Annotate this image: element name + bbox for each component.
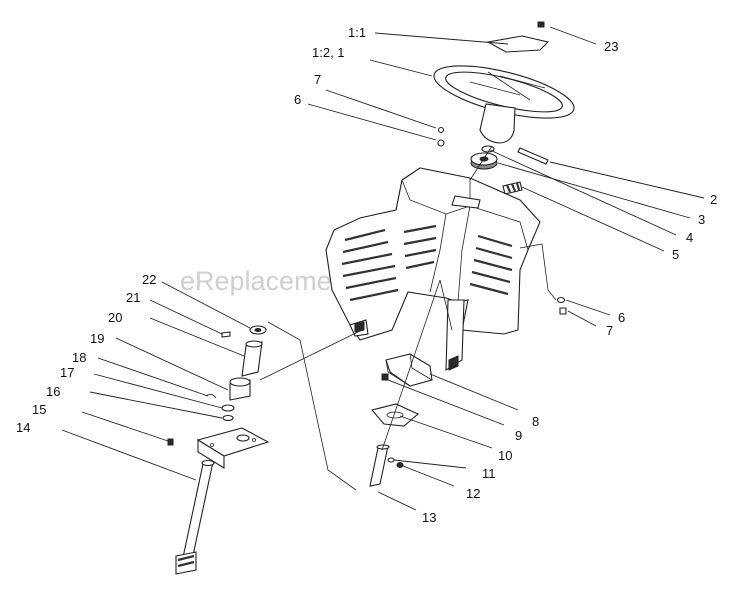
- label-18: 18: [72, 350, 86, 365]
- label-1-2-1: 1:2, 1: [312, 45, 345, 60]
- bushing: [470, 152, 498, 170]
- part-labels: 1:1 1:2, 1 23 7 6 2 3 4 5 6 7 22 21 20 1…: [16, 25, 717, 525]
- label-20: 20: [108, 310, 122, 325]
- label-15: 15: [32, 402, 46, 417]
- retainer-clip: [502, 181, 523, 195]
- label-8: 8: [532, 414, 539, 429]
- screw-right: [556, 296, 567, 315]
- column-shaft: [369, 444, 390, 487]
- label-3: 3: [698, 212, 705, 227]
- upper-bushing: [249, 325, 267, 335]
- label-7-right: 7: [606, 323, 613, 338]
- label-9: 9: [515, 428, 522, 443]
- label-6-right: 6: [618, 310, 625, 325]
- label-1-1: 1:1: [348, 25, 366, 40]
- column-plate: [371, 403, 420, 427]
- nut-12: [396, 462, 404, 468]
- label-23: 23: [604, 39, 618, 54]
- wheel-cap: [486, 35, 550, 53]
- label-4: 4: [686, 230, 693, 245]
- washer-17: [221, 404, 235, 412]
- column-tube-20: [241, 340, 263, 377]
- label-17: 17: [60, 365, 74, 380]
- washer-16: [222, 414, 234, 422]
- label-6-top: 6: [294, 92, 301, 107]
- label-14: 14: [16, 420, 30, 435]
- bracket-bolt: [381, 373, 389, 381]
- steering-wheel: [433, 65, 575, 144]
- label-2: 2: [710, 192, 717, 207]
- label-13: 13: [422, 510, 436, 525]
- dash-panel: [325, 167, 541, 372]
- mount-plate: [196, 427, 270, 469]
- label-7-top: 7: [314, 72, 321, 87]
- roll-pin: [517, 147, 549, 165]
- cap-screw: [537, 21, 545, 28]
- alignment-lines: [259, 145, 557, 491]
- bolt-15: [167, 438, 174, 446]
- label-16: 16: [46, 384, 60, 399]
- collar-19: [229, 377, 251, 401]
- steering-shaft-14: [175, 459, 215, 575]
- label-21: 21: [126, 290, 140, 305]
- label-5: 5: [672, 247, 679, 262]
- label-22: 22: [142, 272, 156, 287]
- small-screw-21: [221, 331, 231, 338]
- label-12: 12: [466, 486, 480, 501]
- leader-lines: [61, 26, 705, 511]
- washer-11: [387, 457, 395, 463]
- screw-top: [437, 126, 445, 147]
- label-19: 19: [90, 331, 104, 346]
- label-10: 10: [498, 448, 512, 463]
- label-11: 11: [482, 466, 496, 481]
